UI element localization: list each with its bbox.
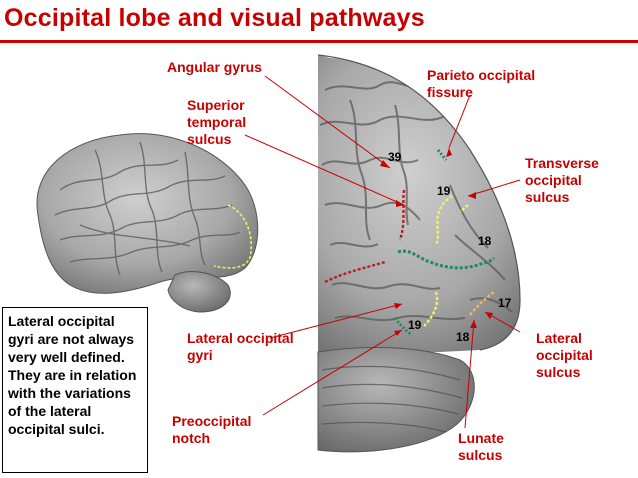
label-lateral-occipital-gyri: Lateral occipital gyri [187,330,294,363]
area-19-lower-label: 19 [408,318,422,332]
label-transverse-occipital-sulcus: Transverse occipital sulcus [525,155,599,205]
area-19-upper-label: 19 [437,184,451,198]
title-underline [0,40,638,43]
label-lateral-occipital-sulcus: Lateral occipital sulcus [536,330,593,380]
area-18-upper-label: 18 [478,234,492,248]
slide-title: Occipital lobe and visual pathways [4,4,425,32]
area-18-lower-label: 18 [456,330,470,344]
area-17-label: 17 [498,296,512,310]
label-lunate-sulcus: Lunate sulcus [458,430,504,463]
pointer-lines [244,75,521,429]
cerebellum [317,346,475,453]
label-preoccipital-notch: Preoccipital notch [172,413,252,446]
note-box: Lateral occipital gyri are not always ve… [2,307,148,473]
whole-brain-thumbnail [36,133,259,313]
label-angular-gyrus: Angular gyrus [167,59,262,75]
label-parieto-occipital-fissure: Parieto occipital fissure [427,67,536,100]
label-superior-temporal-sulcus: Superior temporal sulcus [187,97,247,147]
area-39-label: 39 [388,150,402,164]
